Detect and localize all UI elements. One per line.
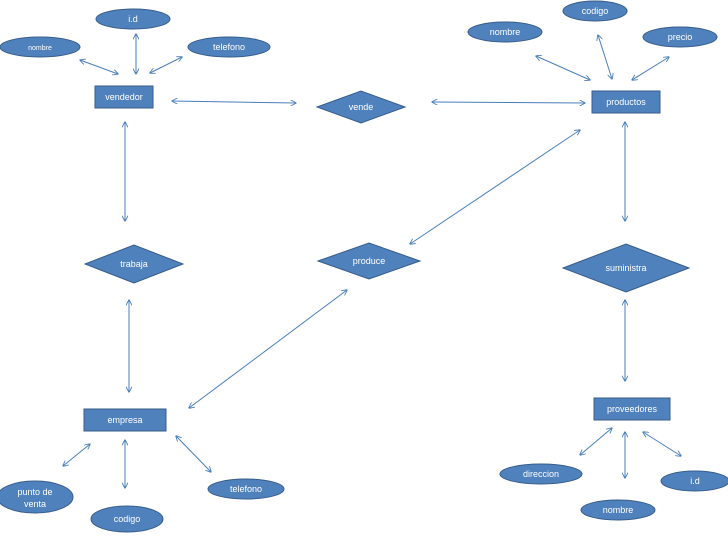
attribute-vendedor-id: i.d: [95, 8, 171, 30]
attribute-vendedor-id-label: i.d: [128, 14, 138, 24]
connector-produce-empresa: [189, 290, 347, 408]
attribute-proveedores-id: i.d: [660, 470, 728, 492]
attribute-empresa-telefono: telefono: [207, 478, 285, 500]
connector-empresa-telefono: [176, 436, 211, 472]
connector-productos-codigo: [598, 35, 612, 79]
attribute-productos-nombre: nombre: [467, 21, 543, 43]
relationship-vende: vende: [315, 90, 407, 124]
entity-empresa: empresa: [83, 408, 167, 432]
attribute-empresa-telefono-label: telefono: [230, 484, 262, 494]
attribute-proveedores-nombre: nombre: [580, 499, 656, 521]
connector-proveedores-id: [643, 432, 681, 456]
attribute-empresa-punto-venta-label-2: venta: [24, 499, 46, 509]
relationship-suministra: suministra: [561, 243, 691, 293]
connector-proveedores-direccion: [580, 428, 612, 455]
connector-vendedor-nombre: [80, 60, 118, 74]
relationship-suministra-label: suministra: [605, 263, 646, 273]
relationship-trabaja: trabaja: [83, 244, 185, 284]
attribute-empresa-codigo-label: codigo: [114, 514, 141, 524]
attribute-productos-codigo: codigo: [562, 0, 628, 22]
attribute-productos-precio: precio: [642, 26, 718, 48]
attribute-proveedores-id-label: i.d: [690, 476, 700, 486]
attribute-empresa-punto-venta: punto de venta: [0, 480, 74, 514]
entity-vendedor: vendedor: [94, 85, 154, 109]
attribute-empresa-punto-venta-label-1: punto de: [17, 487, 52, 497]
attribute-productos-nombre-label: nombre: [490, 27, 521, 37]
connector-vendedor-vende: [172, 101, 296, 103]
attribute-vendedor-nombre-label: nombre: [28, 45, 52, 52]
entity-productos-label: productos: [606, 97, 646, 107]
entity-proveedores-label: proveedores: [607, 404, 658, 414]
attribute-proveedores-nombre-label: nombre: [603, 505, 634, 515]
attribute-empresa-codigo: codigo: [90, 505, 164, 533]
attribute-proveedores-direccion-label: direccion: [523, 469, 559, 479]
entity-vendedor-label: vendedor: [105, 92, 143, 102]
attribute-vendedor-nombre: nombre: [0, 36, 81, 58]
entity-proveedores: proveedores: [593, 397, 671, 421]
connector-vende-productos: [432, 102, 585, 103]
attribute-vendedor-telefono-label: telefono: [213, 42, 245, 52]
connectors: [63, 34, 681, 488]
entity-empresa-label: empresa: [107, 415, 142, 425]
connector-productos-produce: [410, 130, 580, 244]
attribute-productos-precio-label: precio: [668, 32, 693, 42]
connector-vendedor-telefono: [150, 57, 182, 73]
attribute-proveedores-direccion: direccion: [499, 463, 583, 485]
connector-empresa-punto-venta: [63, 444, 90, 466]
attribute-vendedor-telefono: telefono: [187, 36, 271, 58]
connector-productos-nombre: [536, 56, 590, 80]
relationship-trabaja-label: trabaja: [120, 259, 148, 269]
entity-productos: productos: [591, 90, 661, 114]
relationship-produce-label: produce: [353, 256, 386, 266]
attribute-productos-codigo-label: codigo: [582, 6, 609, 16]
connector-productos-precio: [632, 57, 669, 80]
relationship-produce: produce: [316, 242, 422, 280]
relationship-vende-label: vende: [349, 102, 374, 112]
